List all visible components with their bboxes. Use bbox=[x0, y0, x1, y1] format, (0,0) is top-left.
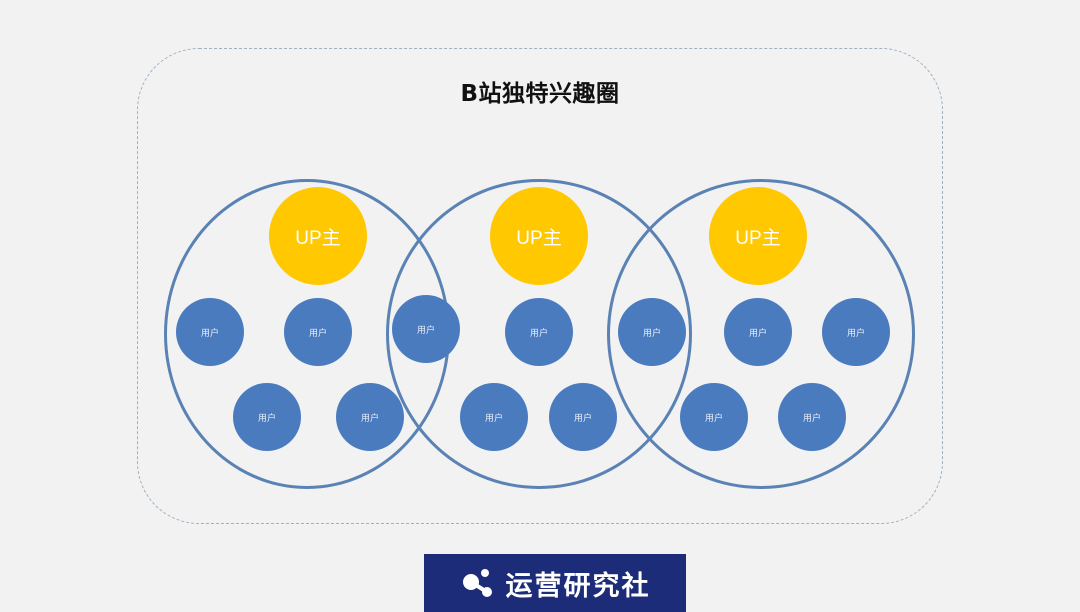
user-circle: 用户 bbox=[505, 298, 573, 366]
user-circle: 用户 bbox=[460, 383, 528, 451]
diagram-title: B站独特兴趣圈 bbox=[460, 81, 620, 107]
shared-user-circle: 用户 bbox=[618, 298, 686, 366]
user-circle: 用户 bbox=[233, 383, 301, 451]
user-circle: 用户 bbox=[549, 383, 617, 451]
user-circle: 用户 bbox=[336, 383, 404, 451]
user-circle: 用户 bbox=[778, 383, 846, 451]
group-ring-3 bbox=[607, 179, 915, 489]
up-circle-3: UP主 bbox=[709, 187, 807, 285]
shared-user-circle: 用户 bbox=[392, 295, 460, 363]
user-circle: 用户 bbox=[680, 383, 748, 451]
brand-logo: 运营研究社 bbox=[424, 554, 686, 612]
molecule-logo-icon bbox=[462, 569, 492, 597]
dashed-frame bbox=[137, 48, 943, 524]
user-circle: 用户 bbox=[176, 298, 244, 366]
brand-name: 运营研究社 bbox=[505, 570, 651, 602]
up-circle-1: UP主 bbox=[269, 187, 367, 285]
user-circle: 用户 bbox=[724, 298, 792, 366]
up-circle-2: UP主 bbox=[490, 187, 588, 285]
user-circle: 用户 bbox=[822, 298, 890, 366]
user-circle: 用户 bbox=[284, 298, 352, 366]
